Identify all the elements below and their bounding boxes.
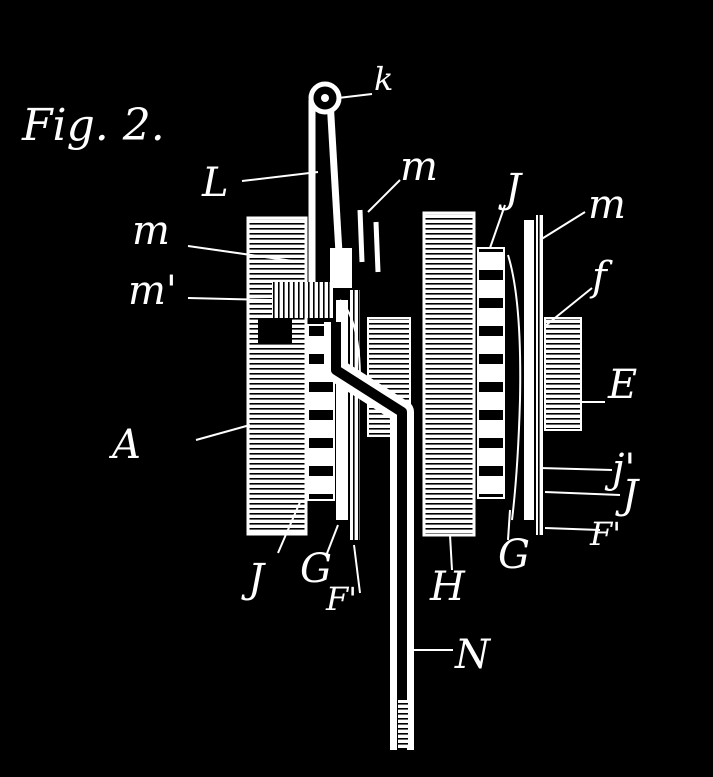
label-m-right: m bbox=[588, 182, 626, 228]
figure-title: Fig. 2. bbox=[21, 100, 165, 151]
label-k: k bbox=[374, 60, 393, 98]
leader-lines bbox=[187, 93, 621, 651]
right-clutch-plates bbox=[507, 215, 544, 535]
right-pulley bbox=[422, 211, 476, 537]
shaft bbox=[324, 322, 414, 750]
label-G-right: G bbox=[498, 532, 530, 578]
label-E: E bbox=[607, 362, 637, 408]
right-hub bbox=[544, 317, 582, 431]
label-m-prime: m' bbox=[128, 268, 177, 314]
label-N: N bbox=[454, 632, 492, 678]
label-L: L bbox=[201, 160, 229, 206]
label-F-prime-right: F' bbox=[589, 515, 621, 553]
label-G-left: G bbox=[300, 546, 332, 592]
right-hub-blocks bbox=[477, 247, 505, 499]
label-H: H bbox=[429, 564, 466, 610]
label-m-left: m bbox=[132, 208, 170, 254]
label-F-prime-left: F' bbox=[325, 580, 357, 618]
left-pulley bbox=[246, 216, 308, 536]
label-A: A bbox=[108, 422, 141, 468]
label-m-top: m bbox=[400, 144, 438, 190]
shifting-fork bbox=[272, 209, 381, 381]
